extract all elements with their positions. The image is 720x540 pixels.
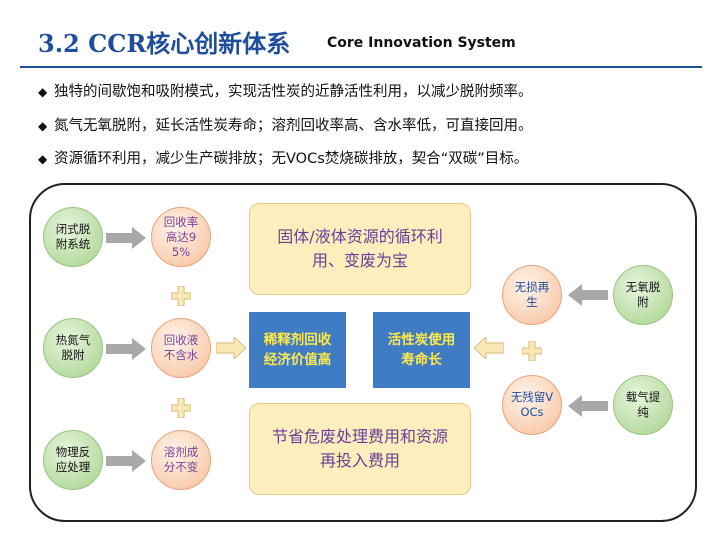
orange-circle-no-water: 回收液不含水: [151, 318, 211, 378]
arrow-right-icon: [106, 450, 146, 472]
diamond-bullet-icon: ◆: [38, 119, 48, 133]
bullet-text: 资源循环利用，减少生产碳排放；无VOCs焚烧碳排放，契合“双碳”目标。: [54, 151, 529, 167]
page-subtitle: Core Innovation System: [327, 35, 516, 51]
diamond-bullet-icon: ◆: [38, 85, 48, 99]
green-circle-oxygen-free: 无氧脱附: [613, 265, 673, 325]
plus-icon: [170, 285, 192, 307]
arrow-right-icon: [106, 227, 146, 249]
plus-icon: [170, 397, 192, 419]
arrow-left-icon: [568, 395, 608, 417]
bullet-text: 氮气无氧脱附，延长活性炭寿命；溶剂回收率高、含水率低，可直接回用。: [54, 118, 533, 134]
arrow-left-icon: [568, 284, 608, 306]
diluent-recovery-box: 稀释剂回收经济价值高: [249, 312, 346, 388]
circle-label: 回收率高达95%: [163, 214, 199, 259]
green-circle-hot-nitrogen: 热氮气脱附: [43, 318, 103, 378]
bullet-item: ◆ 资源循环利用，减少生产碳排放；无VOCs焚烧碳排放，契合“双碳”目标。: [38, 147, 528, 168]
circle-label: 物理反应处理: [55, 445, 91, 474]
arrow-left-icon: [474, 337, 504, 359]
diamond-bullet-icon: ◆: [38, 152, 48, 166]
green-circle-closed-desorption: 闭式脱附系统: [43, 207, 103, 267]
cost-saving-box: 节省危废处理费用和资源再投入费用: [249, 403, 471, 495]
circle-label: 溶剂成分不变: [163, 445, 199, 474]
green-circle-carrier-gas: 载气提纯: [613, 375, 673, 435]
box-text: 固体/液体资源的循环利用、变废为宝: [277, 227, 443, 270]
circle-label: 无氧脱附: [625, 280, 661, 309]
diagram-frame: [29, 183, 697, 522]
bullet-text: 独特的间歇饱和吸附模式，实现活性炭的近静活性利用，以减少脱附频率。: [54, 84, 533, 100]
circle-label: 无残留VOCs: [510, 390, 554, 419]
bullet-item: ◆ 氮气无氧脱附，延长活性炭寿命；溶剂回收率高、含水率低，可直接回用。: [38, 114, 533, 135]
circle-label: 回收液不含水: [163, 333, 199, 362]
green-circle-physical-process: 物理反应处理: [43, 430, 103, 490]
title-divider: [20, 66, 702, 68]
orange-circle-no-residual-vocs: 无残留VOCs: [502, 375, 562, 435]
arrow-right-icon: [216, 337, 246, 359]
plus-icon: [521, 340, 543, 362]
circle-label: 热氮气脱附: [55, 333, 91, 362]
circle-label: 闭式脱附系统: [55, 222, 91, 251]
box-text: 稀释剂回收经济价值高: [263, 332, 332, 368]
box-text: 节省危废处理费用和资源再投入费用: [271, 427, 448, 470]
circle-label: 无损再生: [514, 280, 550, 309]
orange-circle-recovery-rate: 回收率高达95%: [151, 207, 211, 267]
carbon-lifespan-box: 活性炭使用寿命长: [373, 312, 470, 388]
resource-recycling-box: 固体/液体资源的循环利用、变废为宝: [249, 203, 471, 295]
arrow-right-icon: [106, 338, 146, 360]
circle-label: 载气提纯: [625, 390, 661, 419]
box-text: 活性炭使用寿命长: [387, 332, 456, 368]
orange-circle-lossless-regeneration: 无损再生: [502, 265, 562, 325]
bullet-item: ◆ 独特的间歇饱和吸附模式，实现活性炭的近静活性利用，以减少脱附频率。: [38, 80, 533, 101]
page-title: 3.2 CCR核心创新体系: [38, 29, 291, 58]
orange-circle-composition-unchanged: 溶剂成分不变: [151, 430, 211, 490]
